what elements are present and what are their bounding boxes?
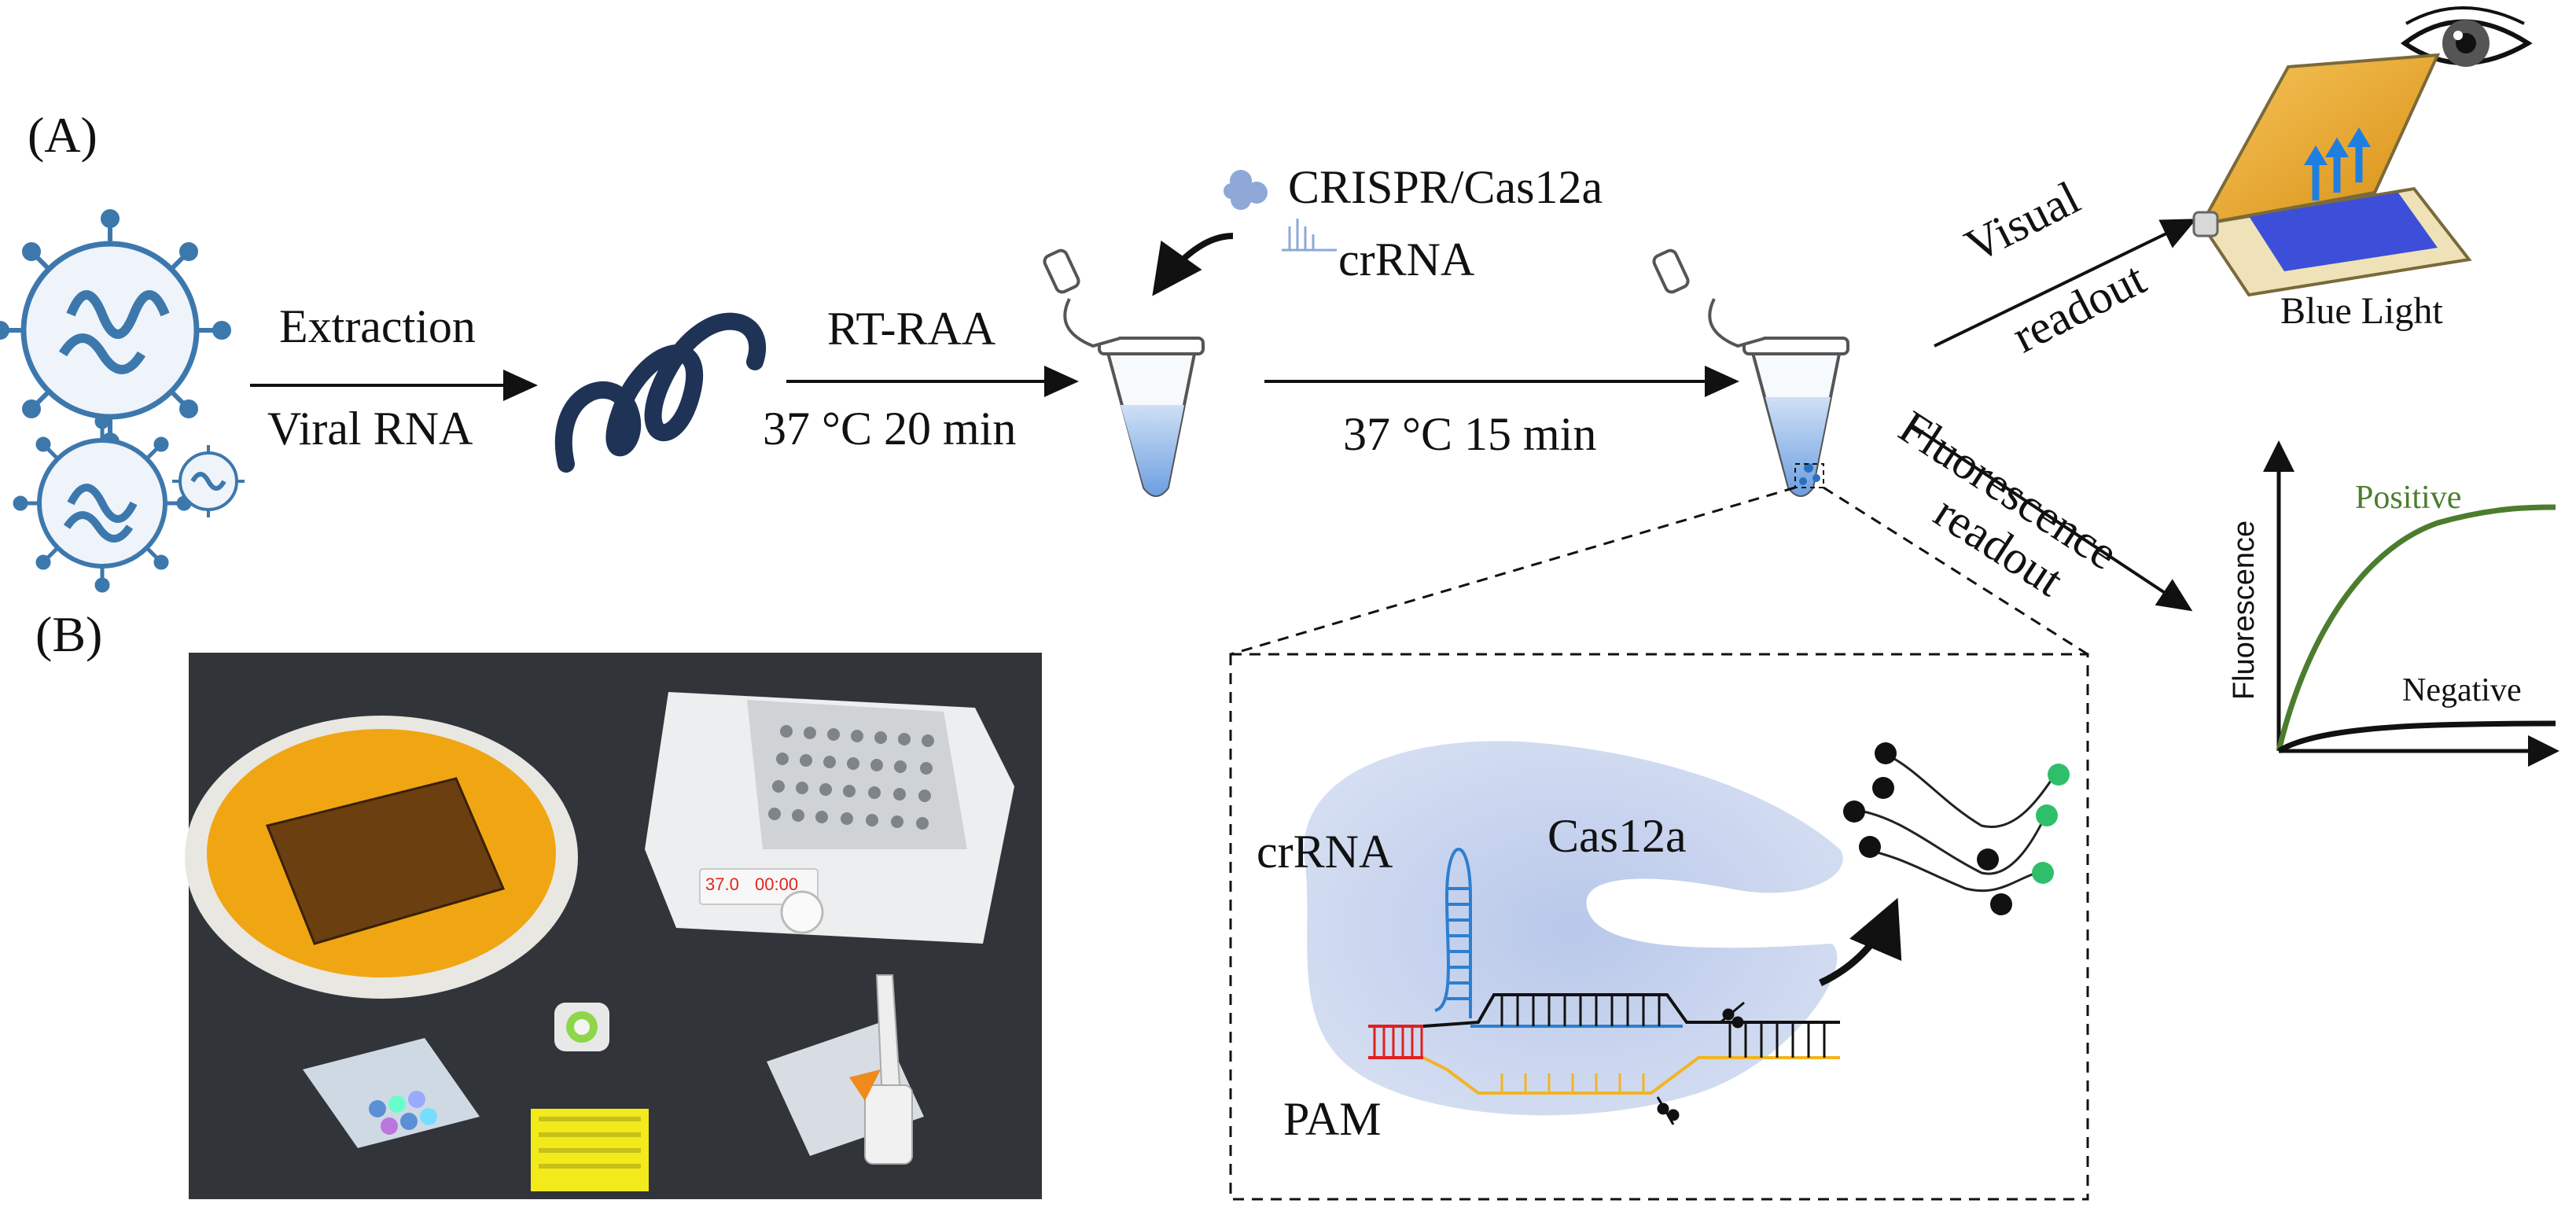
extraction-label: Extraction [279, 300, 476, 352]
scissors-icon [1720, 1001, 1745, 1029]
target-dna [1368, 993, 1840, 1095]
positive-label: Positive [2355, 480, 2462, 516]
cas-condition: 37 °C 15 min [1343, 408, 1597, 460]
zoom-line-right [1823, 486, 2088, 656]
arrow-visual-readout [1934, 219, 2197, 348]
mechanism-pam-label: PAM [1283, 1093, 1382, 1145]
rna-coil-icon [554, 312, 767, 473]
zoom-line-left [1230, 486, 1796, 656]
fluorophore-dot [2036, 804, 2058, 826]
negative-curve [2277, 720, 2556, 753]
quencher-dot [1872, 777, 1894, 799]
rt-raa-label: RT-RAA [827, 303, 996, 355]
panel-a-label: (A) [28, 107, 98, 163]
reagent-cas-label: CRISPR/Cas12a [1288, 161, 1603, 213]
virus-icon [0, 209, 231, 451]
arrow-cleavage [1819, 897, 1902, 987]
panel-b-label: (B) [35, 606, 103, 662]
viral-rna-label: Viral RNA [267, 403, 473, 455]
quencher-dot [1990, 893, 2012, 915]
quencher-dot [1875, 742, 1897, 764]
heat-block-display-1: 37.0 [705, 874, 739, 894]
fluorophore-dot [2032, 862, 2054, 884]
tube-icon [1652, 248, 1849, 497]
negative-label: Negative [2402, 672, 2522, 709]
fluorophore-dot [2048, 764, 2070, 786]
heat-block-display-2: 00:00 [755, 874, 799, 894]
positive-curve [2276, 504, 2556, 752]
mechanism-crrna-label: crRNA [1257, 826, 1393, 878]
quencher-dot [1843, 801, 1865, 823]
quencher-dot [1859, 836, 1881, 858]
reporter-probe-icon [1855, 753, 2054, 893]
fluorescence-plot [2263, 440, 2559, 767]
blue-light-box-icon [2192, 53, 2472, 297]
blue-light-label: Blue Light [2280, 290, 2443, 332]
cas-protein-icon [1224, 170, 1268, 210]
heat-block-wells [768, 725, 934, 830]
virus-icon [172, 445, 245, 517]
quencher-dot [1977, 848, 1999, 871]
reagent-crrna-label: crRNA [1338, 234, 1475, 285]
mechanism-cas12a-label: Cas12a [1547, 810, 1687, 862]
eye-icon [2400, 6, 2533, 67]
rt-raa-condition: 37 °C 20 min [763, 403, 1017, 455]
scissors-icon [1656, 1096, 1680, 1125]
crrna-hairpin [1434, 848, 1472, 1018]
tube-icon [1043, 248, 1205, 497]
plot-y-axis-label: Fluorescence [2228, 520, 2261, 700]
arrow-fluorescence-readout [1909, 423, 2193, 612]
equipment-photo [185, 653, 1042, 1199]
crrna-icon [1282, 219, 1337, 252]
arrow-reagents [1152, 233, 1234, 296]
virus-icon [13, 414, 192, 593]
